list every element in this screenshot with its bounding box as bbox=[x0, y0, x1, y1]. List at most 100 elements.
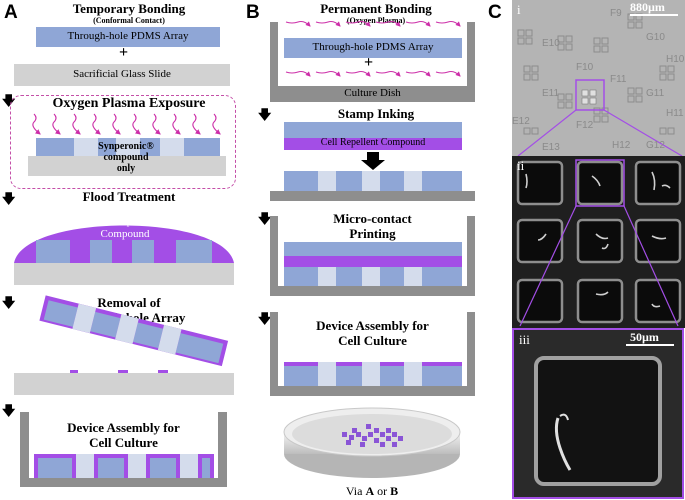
b-hole bbox=[362, 171, 380, 191]
c-iii-scale-label: 50µm bbox=[630, 330, 659, 344]
plasma-wave-icon bbox=[285, 71, 461, 77]
c-iii-micrograph: iii 50µm bbox=[512, 328, 684, 499]
b-repellent-layer: Cell Repellent Compound bbox=[284, 137, 462, 150]
b-via-a: A bbox=[365, 484, 375, 498]
c-ii-grid bbox=[516, 159, 682, 327]
b-dish-base-final bbox=[270, 386, 475, 396]
a-final-block bbox=[202, 458, 210, 478]
a-step1-title: Temporary Bonding bbox=[72, 1, 186, 16]
c-i-label: i bbox=[517, 2, 521, 17]
a-dish-wall-left bbox=[20, 412, 29, 487]
c-well-label-e12: E12 bbox=[512, 116, 530, 127]
a-synperonic-l1: Synperonic® bbox=[98, 141, 154, 152]
b-wall-right-3 bbox=[467, 312, 475, 396]
c-iii-label: iii bbox=[519, 332, 530, 347]
b-dish-base-inking bbox=[270, 191, 475, 201]
panel-b-letter: B bbox=[246, 2, 260, 23]
panel-c-letter: C bbox=[488, 2, 502, 23]
b-pdms-array: Through-hole PDMS Array bbox=[284, 38, 462, 58]
a-step5-title-l2: Cell Culture bbox=[89, 435, 158, 450]
a-hole bbox=[116, 138, 140, 156]
b-dish-label: Culture Dish bbox=[344, 87, 401, 99]
a-residue bbox=[158, 370, 168, 373]
block-arrow-icon bbox=[361, 152, 385, 170]
b-step1-subtitle: (Oxygen Plasma) bbox=[346, 16, 406, 25]
a-final-hole bbox=[180, 454, 198, 478]
a-peeled-array bbox=[39, 295, 229, 367]
b-dish-wall-left bbox=[270, 22, 278, 102]
culture-dish-icon bbox=[283, 407, 461, 478]
b-wall-right-2 bbox=[467, 216, 475, 296]
a-step4-title-l1: Removal of bbox=[97, 295, 161, 310]
c-well-label-e11: E11 bbox=[542, 88, 560, 99]
b-repellent-2 bbox=[284, 256, 462, 267]
a-dish-wall-right bbox=[218, 412, 227, 487]
a-step5-title: Device Assembly for Cell Culture bbox=[29, 420, 218, 450]
c-well-label-f10: F10 bbox=[576, 62, 594, 73]
b-array-print bbox=[284, 267, 462, 286]
b-plus: + bbox=[364, 54, 374, 71]
c-well-label-e13: E13 bbox=[542, 142, 560, 153]
a-step3-title: Flood Treatment bbox=[82, 189, 176, 204]
b-via-prefix: Via bbox=[345, 484, 366, 498]
c-i-grid bbox=[517, 13, 683, 156]
a-hole bbox=[160, 138, 184, 156]
a-synperonic-label: Synperonic® compound only bbox=[86, 141, 166, 174]
a-synperonic-l3: only bbox=[116, 163, 136, 174]
a-cell-repellent-l2: Compound bbox=[100, 228, 150, 240]
b-array-inking bbox=[284, 171, 462, 191]
b-final-hole bbox=[318, 362, 336, 386]
a-final-block bbox=[38, 458, 72, 478]
a-pdms-array: Through-hole PDMS Array bbox=[36, 27, 220, 47]
a-final-array bbox=[34, 454, 214, 478]
b-via-caption: Via A or B bbox=[282, 484, 462, 499]
b-final-block bbox=[284, 366, 318, 386]
c-i-micrograph: F9 E10 G10 F10 H10 E11 G11 F11 H11 E12 G… bbox=[512, 0, 685, 156]
b-wall-left-3 bbox=[270, 312, 278, 396]
b-step4-title-l1: Device Assembly for bbox=[316, 318, 429, 333]
b-step3-title-l1: Micro-contact bbox=[333, 211, 412, 226]
a-hole bbox=[74, 138, 98, 156]
c-well-label-f11: F11 bbox=[610, 74, 627, 85]
a-glass-removal bbox=[14, 373, 234, 395]
down-arrow-icon: 🡇 bbox=[2, 191, 16, 206]
a-final-block bbox=[98, 458, 124, 478]
b-stamp bbox=[284, 122, 462, 138]
b-hole bbox=[404, 267, 422, 286]
b-final-array bbox=[284, 362, 462, 386]
b-dish-base-print bbox=[270, 286, 475, 296]
a-final-block bbox=[150, 458, 176, 478]
b-stamp-2 bbox=[284, 242, 462, 256]
a-plasma-box bbox=[10, 95, 236, 189]
a-glass-label: Sacrificial Glass Slide bbox=[73, 68, 171, 80]
c-well-label-h12: H12 bbox=[612, 140, 631, 151]
b-final-hole bbox=[404, 362, 422, 386]
c-well-label-e10: E10 bbox=[542, 38, 560, 49]
panel-a-letter: A bbox=[4, 2, 18, 23]
c-i-scalebar bbox=[630, 14, 678, 16]
b-final-block bbox=[380, 366, 404, 386]
c-ii-label: ii bbox=[517, 158, 525, 173]
c-iii-well bbox=[534, 356, 662, 486]
down-arrow-icon: 🡇 bbox=[258, 211, 272, 226]
b-step3-title: Micro-contact Printing bbox=[278, 211, 467, 241]
c-well-label-h10: H10 bbox=[666, 54, 685, 65]
down-arrow-icon: 🡇 bbox=[2, 295, 16, 310]
b-step4-title: Device Assembly for Cell Culture bbox=[278, 318, 467, 348]
b-step4-title-l2: Cell Culture bbox=[338, 333, 407, 348]
down-arrow-icon: 🡇 bbox=[2, 403, 16, 418]
b-via-b: B bbox=[390, 484, 399, 498]
b-hole bbox=[318, 267, 336, 286]
b-wall-left-2 bbox=[270, 216, 278, 296]
b-hole bbox=[318, 171, 336, 191]
a-step1-subtitle: (Conformal Contact) bbox=[93, 16, 165, 25]
c-well-label-f9: F9 bbox=[610, 8, 622, 19]
b-dish-wall-right bbox=[467, 22, 475, 102]
down-arrow-icon: 🡇 bbox=[258, 311, 272, 326]
c-i-scale-label: 880µm bbox=[630, 0, 665, 14]
plasma-wave-icon bbox=[285, 21, 461, 27]
c-well-label-h11: H11 bbox=[666, 108, 684, 119]
c-well-label-g12: G12 bbox=[646, 140, 665, 151]
c-well-label-f12: F12 bbox=[576, 120, 594, 131]
b-via-or: or bbox=[374, 484, 391, 498]
